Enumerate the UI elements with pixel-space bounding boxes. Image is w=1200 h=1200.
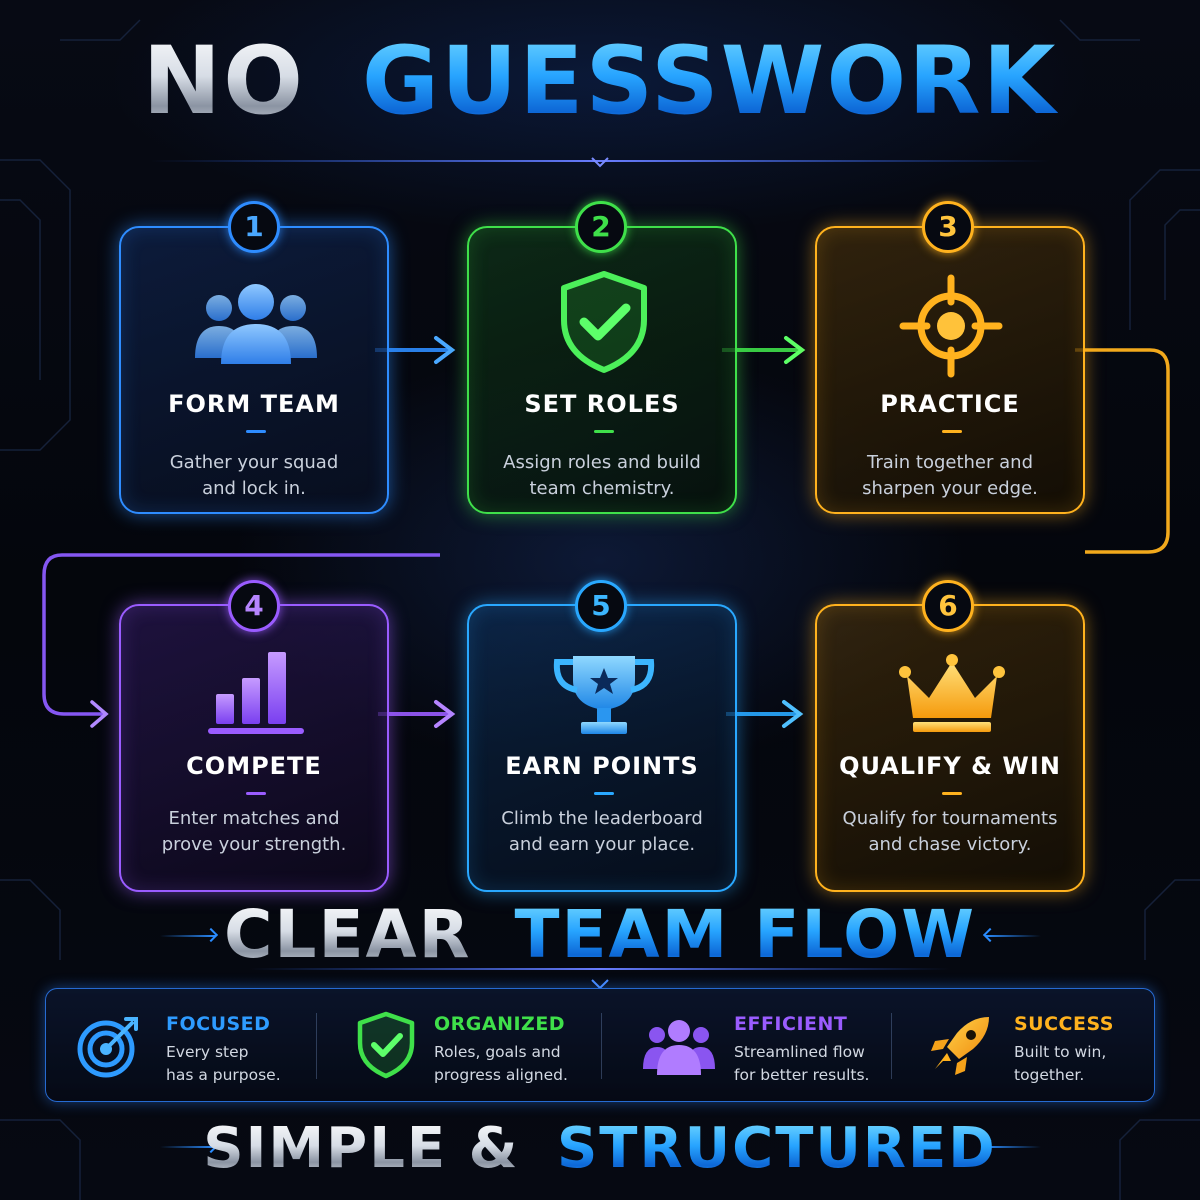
step-divider-2 bbox=[594, 430, 614, 433]
subtitle-part-2: TEAM FLOW bbox=[514, 896, 976, 973]
feature-desc-efficient: Streamlined flow for better results. bbox=[734, 1041, 869, 1087]
step-badge-6: 6 bbox=[922, 580, 974, 632]
step-label-4: COMPETE bbox=[186, 752, 322, 780]
step-divider-1 bbox=[246, 430, 266, 433]
step-divider-5 bbox=[594, 792, 614, 795]
step-desc-5-line-1: Climb the leaderboard bbox=[501, 808, 703, 829]
footer-arrow-right bbox=[985, 1146, 1041, 1148]
page-title: NO GUESSWORK bbox=[0, 22, 1200, 142]
title-part-1: NO bbox=[142, 22, 305, 142]
feature-desc-success: Built to win, together. bbox=[1014, 1041, 1106, 1087]
target-icon bbox=[77, 1017, 138, 1078]
step-badge-2: 2 bbox=[575, 201, 627, 253]
footer-title: SIMPLE & STRUCTURED bbox=[0, 1116, 1200, 1182]
step-desc-5-line-2: and earn your place. bbox=[508, 834, 696, 855]
step-desc-3: Train together and sharpen your edge. bbox=[837, 450, 1063, 502]
step-label-1: FORM TEAM bbox=[168, 390, 340, 418]
step-desc-1-line-2: and lock in. bbox=[202, 478, 306, 499]
step-card-4: COMPETE Enter matches and prove your str… bbox=[119, 604, 389, 892]
step-label-5: EARN POINTS bbox=[505, 752, 699, 780]
flow-arrow-5-6 bbox=[726, 700, 804, 728]
flow-connector-3-right bbox=[1075, 348, 1170, 554]
feature-desc-organized-line-2: progress aligned. bbox=[434, 1066, 568, 1084]
feature-organized: ORGANIZED Roles, goals and progress alig… bbox=[316, 989, 601, 1103]
shield-check-icon bbox=[561, 271, 647, 373]
team-icon bbox=[195, 284, 317, 364]
step-label-2: SET ROLES bbox=[524, 390, 680, 418]
step-divider-4 bbox=[246, 792, 266, 795]
footer-arrow-left bbox=[160, 1146, 216, 1148]
feature-desc-focused: Every step has a purpose. bbox=[166, 1041, 281, 1087]
step-label-3: PRACTICE bbox=[880, 390, 1020, 418]
step-desc-6-line-2: and chase victory. bbox=[868, 834, 1032, 855]
step-badge-3: 3 bbox=[922, 201, 974, 253]
feature-desc-efficient-line-2: for better results. bbox=[734, 1066, 870, 1084]
team-icon bbox=[643, 1020, 715, 1075]
flow-connector-left-4 bbox=[42, 553, 440, 716]
flow-arrow-4-5 bbox=[378, 700, 456, 728]
feature-divider-2 bbox=[601, 1013, 602, 1079]
step-desc-5: Climb the leaderboard and earn your plac… bbox=[489, 806, 715, 858]
step-desc-4-line-2: prove your strength. bbox=[161, 834, 347, 855]
crosshair-icon bbox=[899, 274, 1003, 378]
rocket-icon bbox=[931, 1017, 989, 1075]
feature-desc-success-line-2: together. bbox=[1014, 1066, 1085, 1084]
step-card-2: SET ROLES Assign roles and build team ch… bbox=[467, 226, 737, 514]
step-card-1: FORM TEAM Gather your squad and lock in. bbox=[119, 226, 389, 514]
subtitle: CLEAR TEAM FLOW bbox=[0, 895, 1200, 975]
step-badge-4: 4 bbox=[228, 580, 280, 632]
step-card-6: QUALIFY & WIN Qualify for tournaments an… bbox=[815, 604, 1085, 892]
step-desc-2: Assign roles and build team chemistry. bbox=[489, 450, 715, 502]
step-card-3: PRACTICE Train together and sharpen your… bbox=[815, 226, 1085, 514]
feature-desc-efficient-line-1: Streamlined flow bbox=[734, 1043, 865, 1061]
title-part-2: GUESSWORK bbox=[362, 22, 1058, 142]
step-desc-3-line-2: sharpen your edge. bbox=[862, 478, 1038, 499]
feature-desc-focused-line-2: has a purpose. bbox=[166, 1066, 281, 1084]
feature-title-focused: FOCUSED bbox=[166, 1013, 271, 1035]
step-desc-4-line-1: Enter matches and bbox=[168, 808, 340, 829]
step-badge-1: 1 bbox=[228, 201, 280, 253]
feature-efficient: EFFICIENT Streamlined flow for better re… bbox=[601, 989, 891, 1103]
footer-part-2: STRUCTURED bbox=[556, 1116, 997, 1181]
footer-part-1: SIMPLE & bbox=[203, 1116, 520, 1181]
feature-desc-organized-line-1: Roles, goals and bbox=[434, 1043, 561, 1061]
feature-desc-success-line-1: Built to win, bbox=[1014, 1043, 1107, 1061]
feature-focused: FOCUSED Every step has a purpose. bbox=[46, 989, 316, 1103]
step-desc-1: Gather your squad and lock in. bbox=[141, 450, 367, 502]
step-label-6: QUALIFY & WIN bbox=[839, 752, 1061, 780]
subtitle-part-1: CLEAR bbox=[223, 896, 472, 973]
step-desc-2-line-2: team chemistry. bbox=[529, 478, 675, 499]
feature-desc-organized: Roles, goals and progress aligned. bbox=[434, 1041, 568, 1087]
feature-divider-3 bbox=[891, 1013, 892, 1079]
feature-title-organized: ORGANIZED bbox=[434, 1013, 566, 1035]
bar-chart-icon bbox=[208, 652, 304, 734]
step-divider-3 bbox=[942, 430, 962, 433]
step-divider-6 bbox=[942, 792, 962, 795]
step-desc-6-line-1: Qualify for tournaments bbox=[842, 808, 1058, 829]
feature-success: SUCCESS Built to win, together. bbox=[891, 989, 1156, 1103]
feature-desc-focused-line-1: Every step bbox=[166, 1043, 249, 1061]
step-desc-4: Enter matches and prove your strength. bbox=[141, 806, 367, 858]
step-desc-6: Qualify for tournaments and chase victor… bbox=[837, 806, 1063, 858]
subtitle-arrow-right bbox=[985, 935, 1041, 937]
crown-icon bbox=[899, 654, 1005, 732]
step-badge-5: 5 bbox=[575, 580, 627, 632]
feature-title-efficient: EFFICIENT bbox=[734, 1013, 848, 1035]
feature-divider-1 bbox=[316, 1013, 317, 1079]
subtitle-arrow-left bbox=[160, 935, 216, 937]
feature-title-success: SUCCESS bbox=[1014, 1013, 1114, 1035]
step-desc-3-line-1: Train together and bbox=[866, 452, 1033, 473]
features-panel: FOCUSED Every step has a purpose. ORGANI… bbox=[45, 988, 1155, 1102]
shield-check-icon bbox=[357, 1011, 415, 1079]
trophy-icon bbox=[553, 656, 655, 734]
step-card-5: EARN POINTS Climb the leaderboard and ea… bbox=[467, 604, 737, 892]
step-desc-1-line-1: Gather your squad bbox=[169, 452, 339, 473]
step-desc-2-line-1: Assign roles and build bbox=[503, 452, 701, 473]
